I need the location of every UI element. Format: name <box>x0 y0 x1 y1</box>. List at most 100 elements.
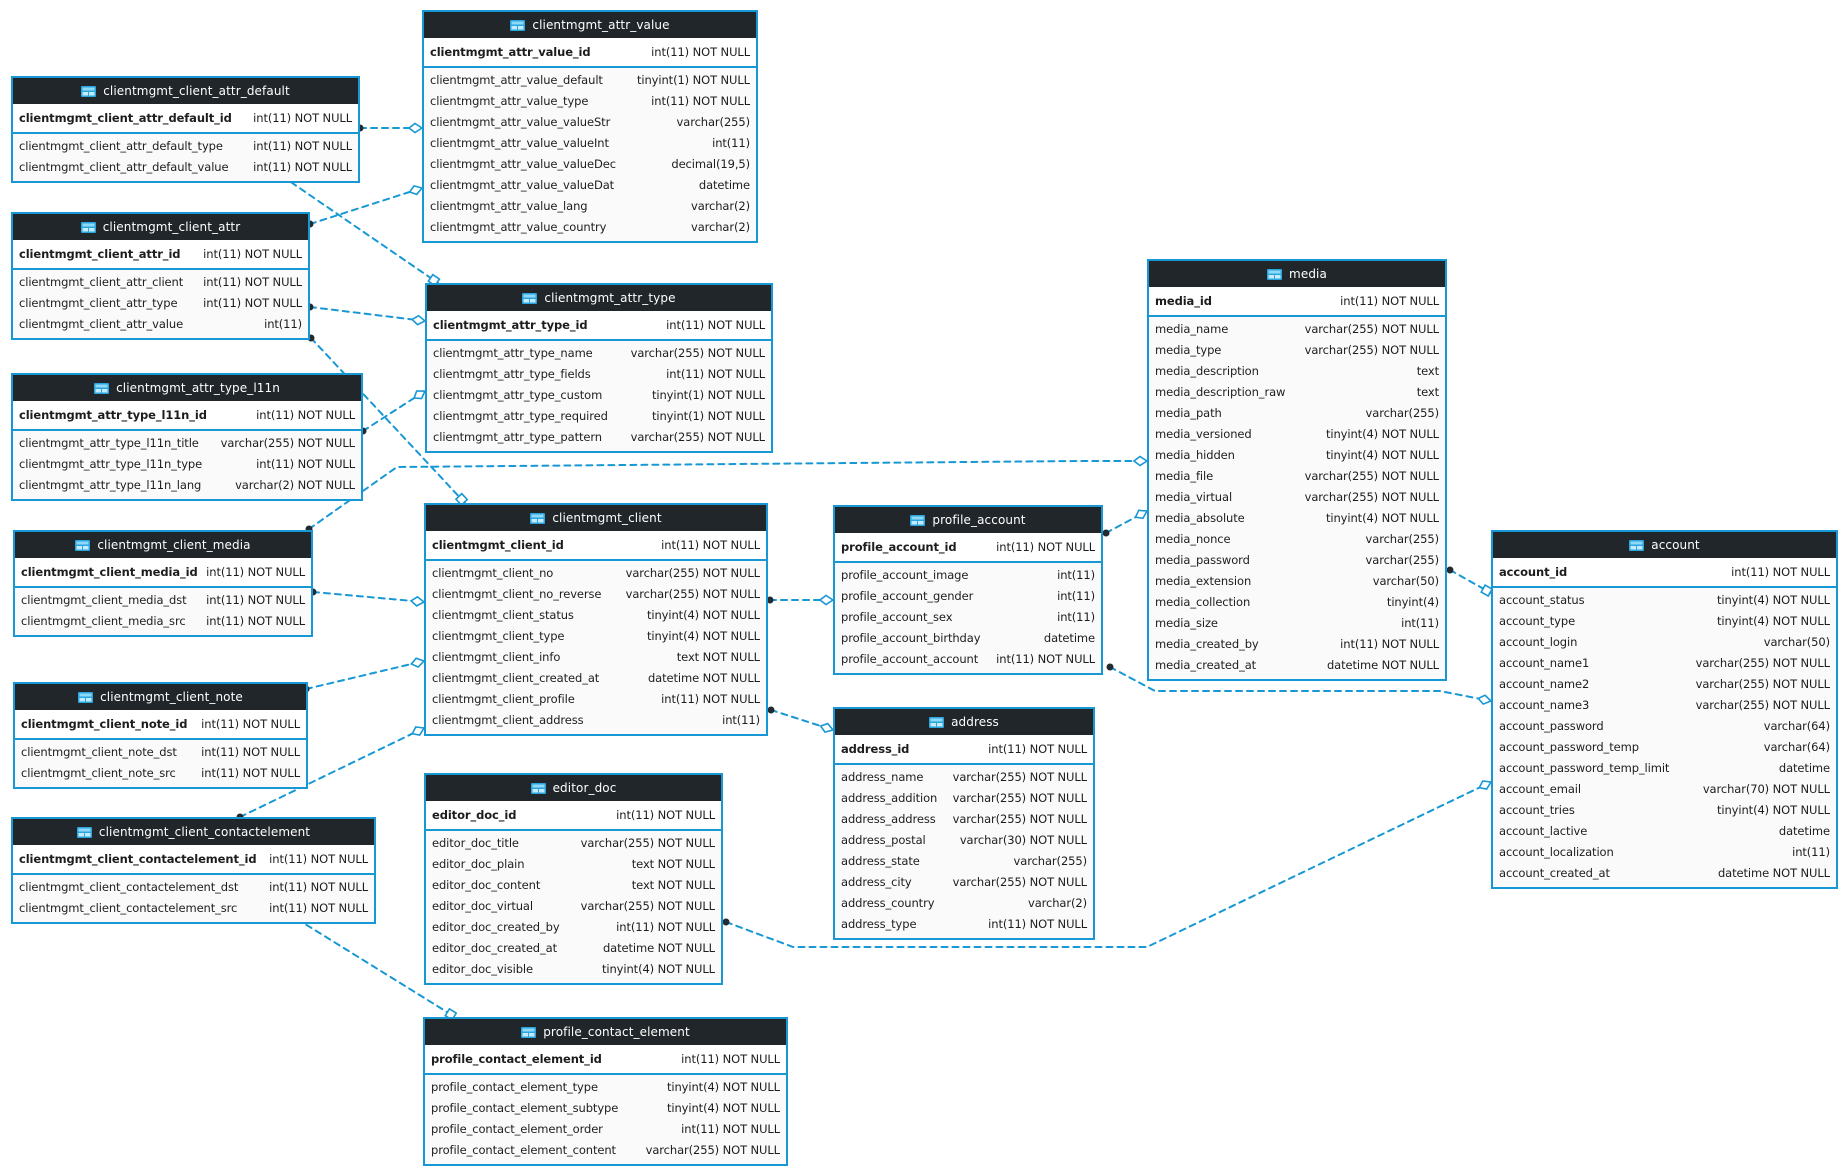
table-header[interactable]: clientmgmt_attr_type <box>427 285 771 311</box>
table-profile_contact_element[interactable]: profile_contact_element profile_contact_e… <box>423 1017 788 1166</box>
relationship-line[interactable] <box>312 591 425 603</box>
table-header[interactable]: media <box>1149 261 1445 287</box>
relationship-line[interactable] <box>1109 666 1492 702</box>
table-header[interactable]: clientmgmt_attr_value <box>424 12 756 38</box>
table-header[interactable]: account <box>1493 532 1836 558</box>
relationship-line[interactable] <box>281 175 439 284</box>
table-header[interactable]: clientmgmt_client_note <box>15 684 306 710</box>
relationship-line[interactable] <box>725 781 1492 948</box>
relationship-line[interactable] <box>308 460 1148 530</box>
table-header[interactable]: clientmgmt_attr_type_l11n <box>13 375 361 401</box>
relationship-line[interactable] <box>305 660 425 690</box>
table-header[interactable]: clientmgmt_client_attr_default <box>13 78 358 104</box>
relationship-line[interactable] <box>310 337 466 504</box>
table-header[interactable]: profile_contact_element <box>425 1019 786 1045</box>
relationship-line[interactable] <box>239 727 425 818</box>
table-header[interactable]: editor_doc <box>426 775 721 801</box>
table-header[interactable]: profile_account <box>835 507 1101 533</box>
relationship-line[interactable] <box>296 918 456 1018</box>
